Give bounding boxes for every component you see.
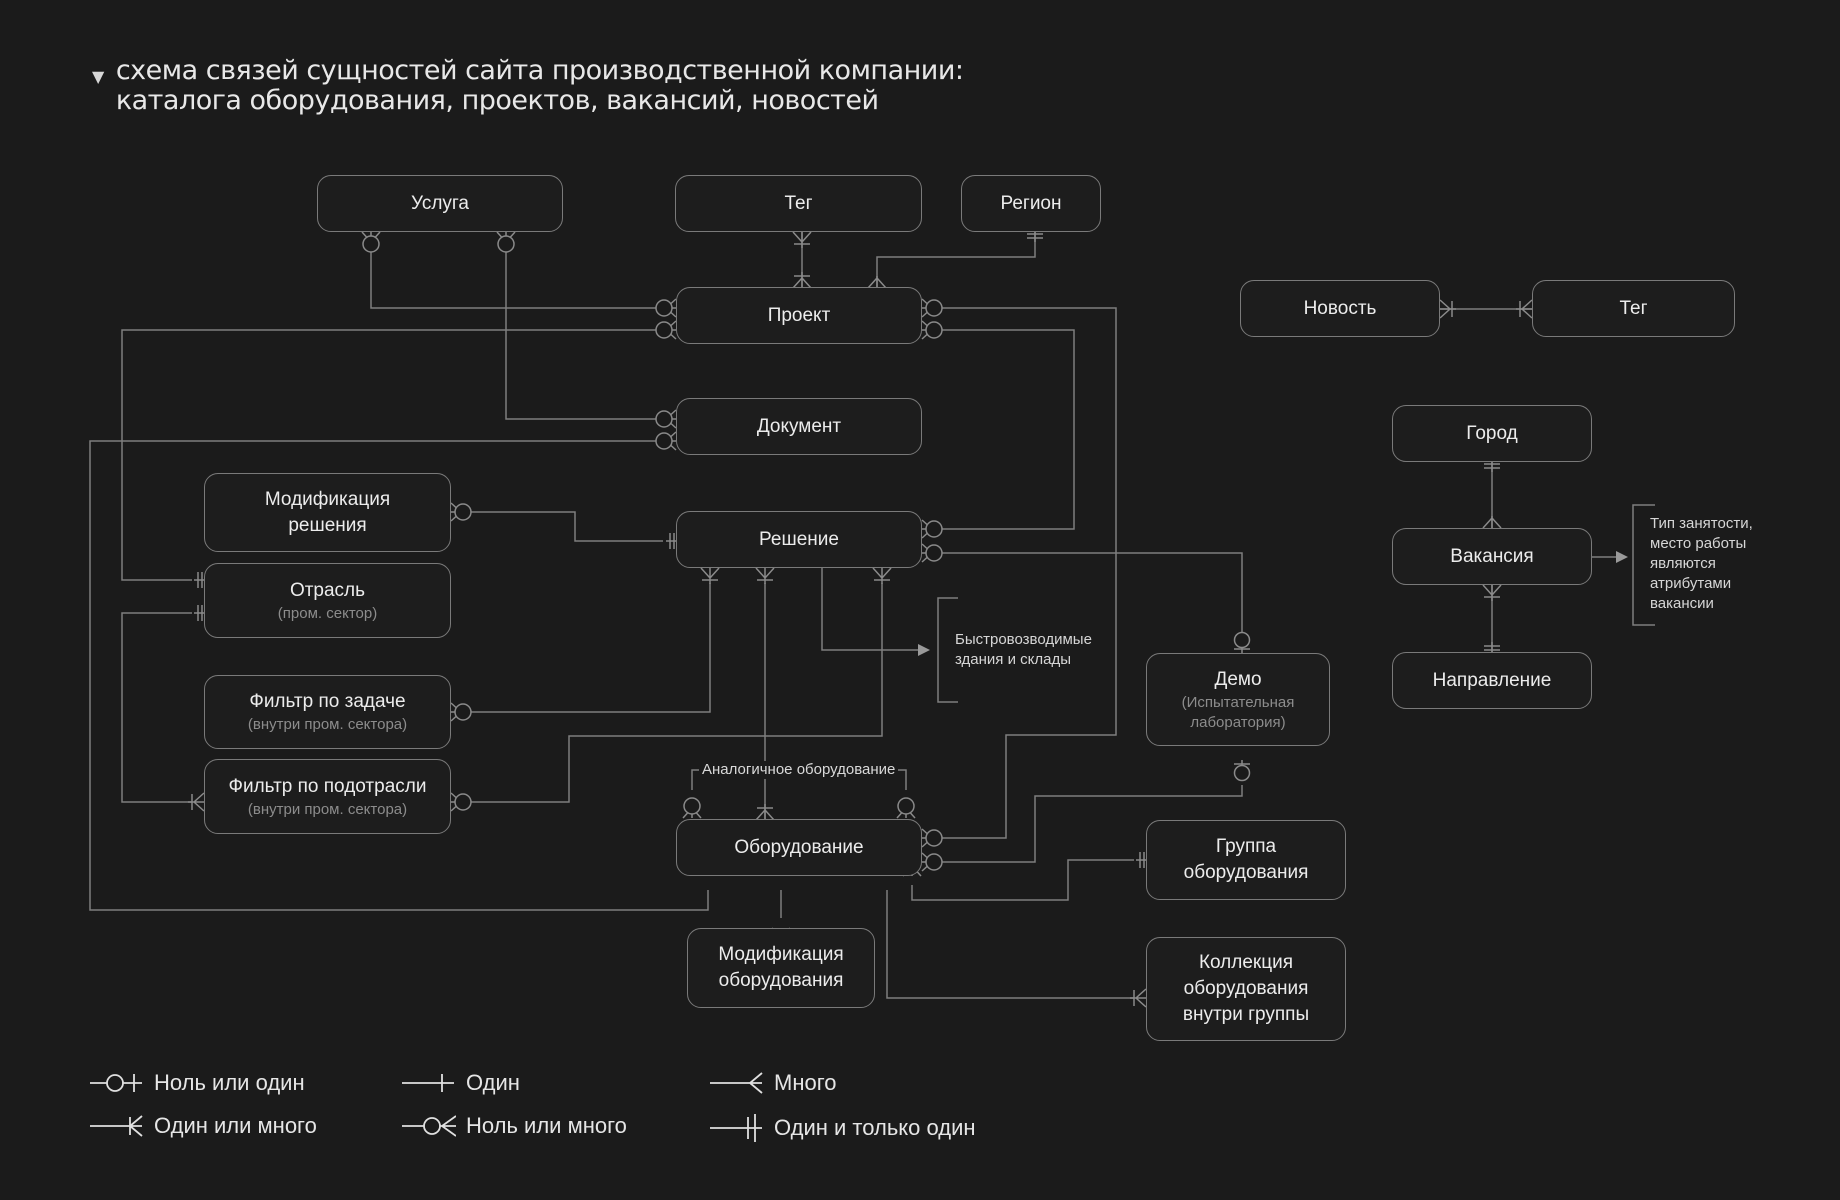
legend-label: Ноль или много — [466, 1113, 627, 1138]
entity-solution-modification-label: Модификация решения — [264, 488, 391, 536]
entity-tag-news[interactable]: Тег — [1532, 280, 1735, 337]
note-vacancy-attributes: Тип занятости, место работы являются атр… — [1650, 515, 1753, 612]
entity-task-filter[interactable]: Фильтр по задаче (внутри пром. сектора) — [204, 675, 451, 749]
entity-equipment-label: Оборудование — [734, 836, 864, 858]
entity-demo-label: Демо — [1214, 668, 1262, 690]
entity-solution-modification[interactable]: Модификация решения — [204, 473, 451, 552]
entity-document-label: Документ — [756, 415, 842, 437]
entity-project-label: Проект — [767, 304, 831, 326]
collapse-triangle-icon[interactable]: ▼ — [92, 67, 104, 86]
entity-solution-label: Решение — [759, 528, 839, 550]
entity-equipment-modification-label: Модификация оборудования — [718, 944, 844, 991]
entity-region[interactable]: Регион — [961, 175, 1101, 232]
zero-or-many-icon — [402, 1115, 456, 1137]
entity-city[interactable]: Город — [1392, 405, 1592, 462]
note-quick-buildings: Быстровозводимые здания и склады — [955, 631, 1092, 668]
entity-subindustry-filter-label: Фильтр по подотрасли — [228, 775, 427, 797]
entity-equipment[interactable]: Оборудование — [676, 819, 922, 876]
entity-vacancy[interactable]: Вакансия — [1392, 528, 1592, 585]
entity-news[interactable]: Новость — [1240, 280, 1440, 337]
entity-equipment-collection-label: Коллекция оборудования внутри группы — [1182, 952, 1310, 1025]
one-or-many-icon — [90, 1115, 143, 1137]
entity-direction-label: Направление — [1432, 669, 1552, 691]
entity-tag-news-label: Тег — [1619, 297, 1648, 319]
title-line-1: схема связей сущностей сайта производств… — [115, 55, 964, 86]
diagram-title: ▼ схема связей сущностей сайта производс… — [92, 55, 964, 116]
entity-task-filter-label: Фильтр по задаче — [249, 691, 406, 712]
entity-equipment-group-label: Группа оборудования — [1183, 836, 1309, 883]
legend-many: Много — [710, 1070, 837, 1096]
entity-industry-sublabel: (пром. сектор) — [277, 604, 378, 622]
entity-equipment-modification[interactable]: Модификация оборудования — [687, 928, 875, 1008]
legend-label: Один или много — [154, 1113, 317, 1138]
legend-label: Один — [466, 1070, 520, 1095]
legend-zero-or-one: Ноль или один — [90, 1070, 305, 1096]
entity-industry[interactable]: Отрасль (пром. сектор) — [204, 563, 451, 638]
title-line-2: каталога оборудования, проектов, ваканси… — [115, 85, 879, 116]
one-icon — [402, 1074, 454, 1092]
legend-label: Много — [774, 1070, 837, 1095]
entity-tag-project-label: Тег — [784, 192, 813, 214]
zero-or-one-icon — [90, 1074, 142, 1092]
entity-region-label: Регион — [1000, 192, 1062, 214]
entity-vacancy-label: Вакансия — [1450, 545, 1534, 567]
entity-demo-sublabel: (Испытательная лаборатория) — [1181, 693, 1295, 731]
label-similar-equipment: Аналогичное оборудование — [699, 761, 899, 779]
entity-task-filter-sublabel: (внутри пром. сектора) — [247, 716, 408, 733]
entity-equipment-group[interactable]: Группа оборудования — [1146, 820, 1346, 900]
many-icon — [710, 1072, 763, 1094]
entity-equipment-collection[interactable]: Коллекция оборудования внутри группы — [1146, 937, 1346, 1041]
legend-zero-or-many: Ноль или много — [402, 1113, 627, 1139]
one-and-only-one-icon — [710, 1114, 762, 1142]
entity-direction[interactable]: Направление — [1392, 652, 1592, 709]
legend-label: Ноль или один — [154, 1070, 305, 1095]
entity-subindustry-filter-sublabel: (внутри пром. сектора) — [247, 800, 408, 818]
entity-demo[interactable]: Демо (Испытательная лаборатория) — [1146, 653, 1330, 746]
entity-project[interactable]: Проект — [676, 287, 922, 344]
entity-subindustry-filter[interactable]: Фильтр по подотрасли (внутри пром. сектор… — [204, 759, 451, 834]
entity-service-label: Услуга — [411, 192, 469, 214]
entity-city-label: Город — [1466, 422, 1518, 444]
entity-service[interactable]: Услуга — [317, 175, 563, 232]
entity-industry-label: Отрасль — [289, 579, 366, 601]
entity-tag-project[interactable]: Тег — [675, 175, 922, 232]
legend-one: Один — [402, 1070, 520, 1096]
entity-document[interactable]: Документ — [676, 398, 922, 455]
entity-news-label: Новость — [1303, 297, 1377, 319]
entity-solution[interactable]: Решение — [676, 511, 922, 568]
legend-label: Один и только один — [774, 1115, 976, 1140]
legend-one-and-only-one: Один и только один — [710, 1113, 976, 1143]
legend-one-or-many: Один или много — [90, 1113, 317, 1139]
